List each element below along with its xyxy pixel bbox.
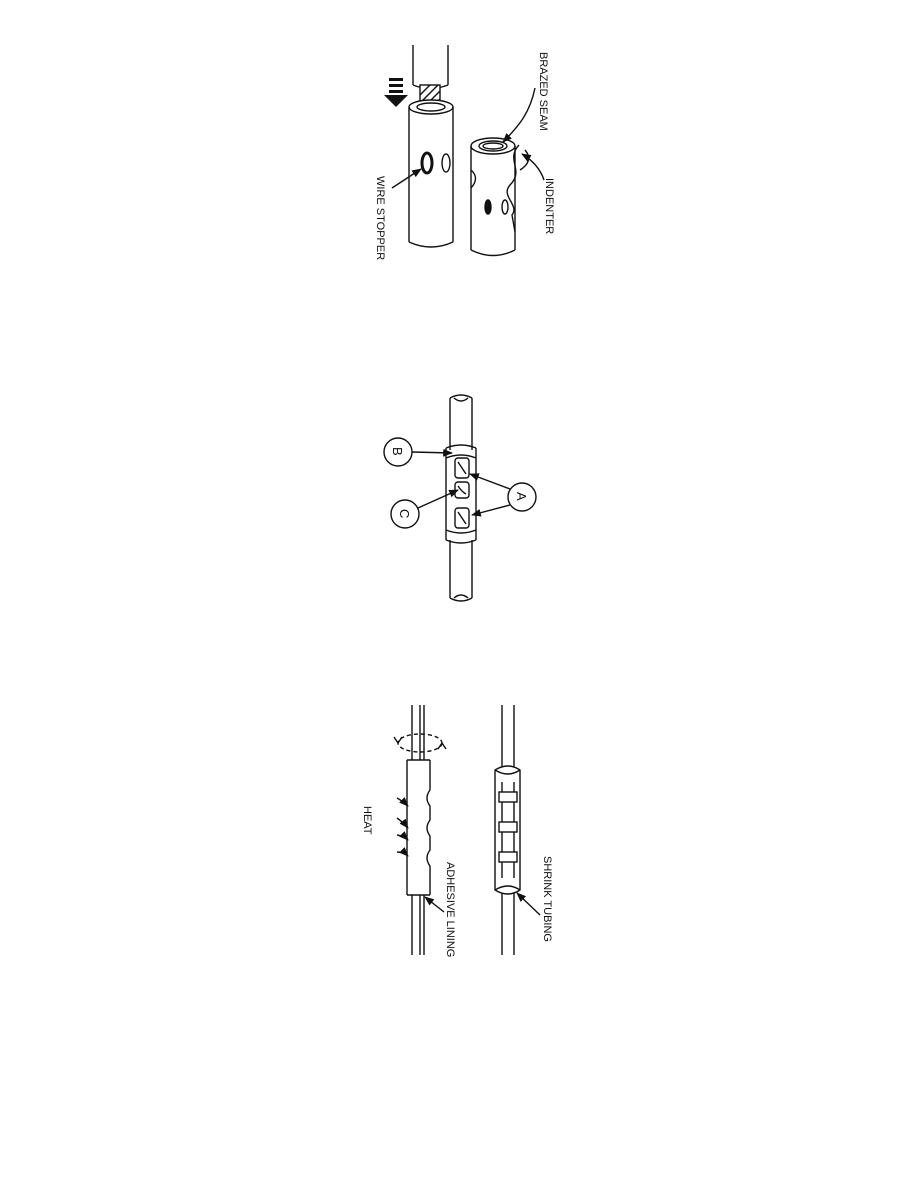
callout-c: C [397, 509, 412, 518]
callout-c-circle [390, 499, 420, 529]
crimp-lower [454, 507, 470, 529]
figure-1-crimp-sleeve [384, 45, 545, 257]
figure-3-heat-shrink [393, 705, 541, 955]
brazed-seam-label: BRAZED SEAM [537, 52, 549, 131]
splice-sleeve-left [408, 99, 454, 248]
wire-stopper-label: WIRE STOPPER [374, 176, 386, 260]
indenter-label: INDENTER [543, 178, 555, 234]
callout-a-circle [507, 482, 537, 512]
figure-2-spliced-wire [383, 394, 537, 602]
splice-crimp-3 [498, 851, 518, 863]
heat-shrink-tube [406, 759, 431, 896]
shrink-tubing-label: SHRINK TUBING [541, 856, 553, 942]
indenter-tool [506, 144, 520, 233]
callout-b: B [390, 447, 405, 456]
wire-stopper-leader [391, 168, 422, 189]
wire-insulation [412, 45, 449, 90]
adhesive-lining-label: ADHESIVE LINING [444, 862, 456, 957]
callout-a: A [514, 492, 529, 501]
crimp-upper [454, 457, 470, 479]
splice-crimp-1 [498, 791, 518, 803]
brazed-seam-leader [502, 87, 536, 143]
insert-arrow-icon [384, 78, 408, 107]
indenter-leader [521, 153, 545, 181]
heat-label: HEAT [361, 806, 373, 835]
splice-crimp-2 [498, 821, 518, 833]
